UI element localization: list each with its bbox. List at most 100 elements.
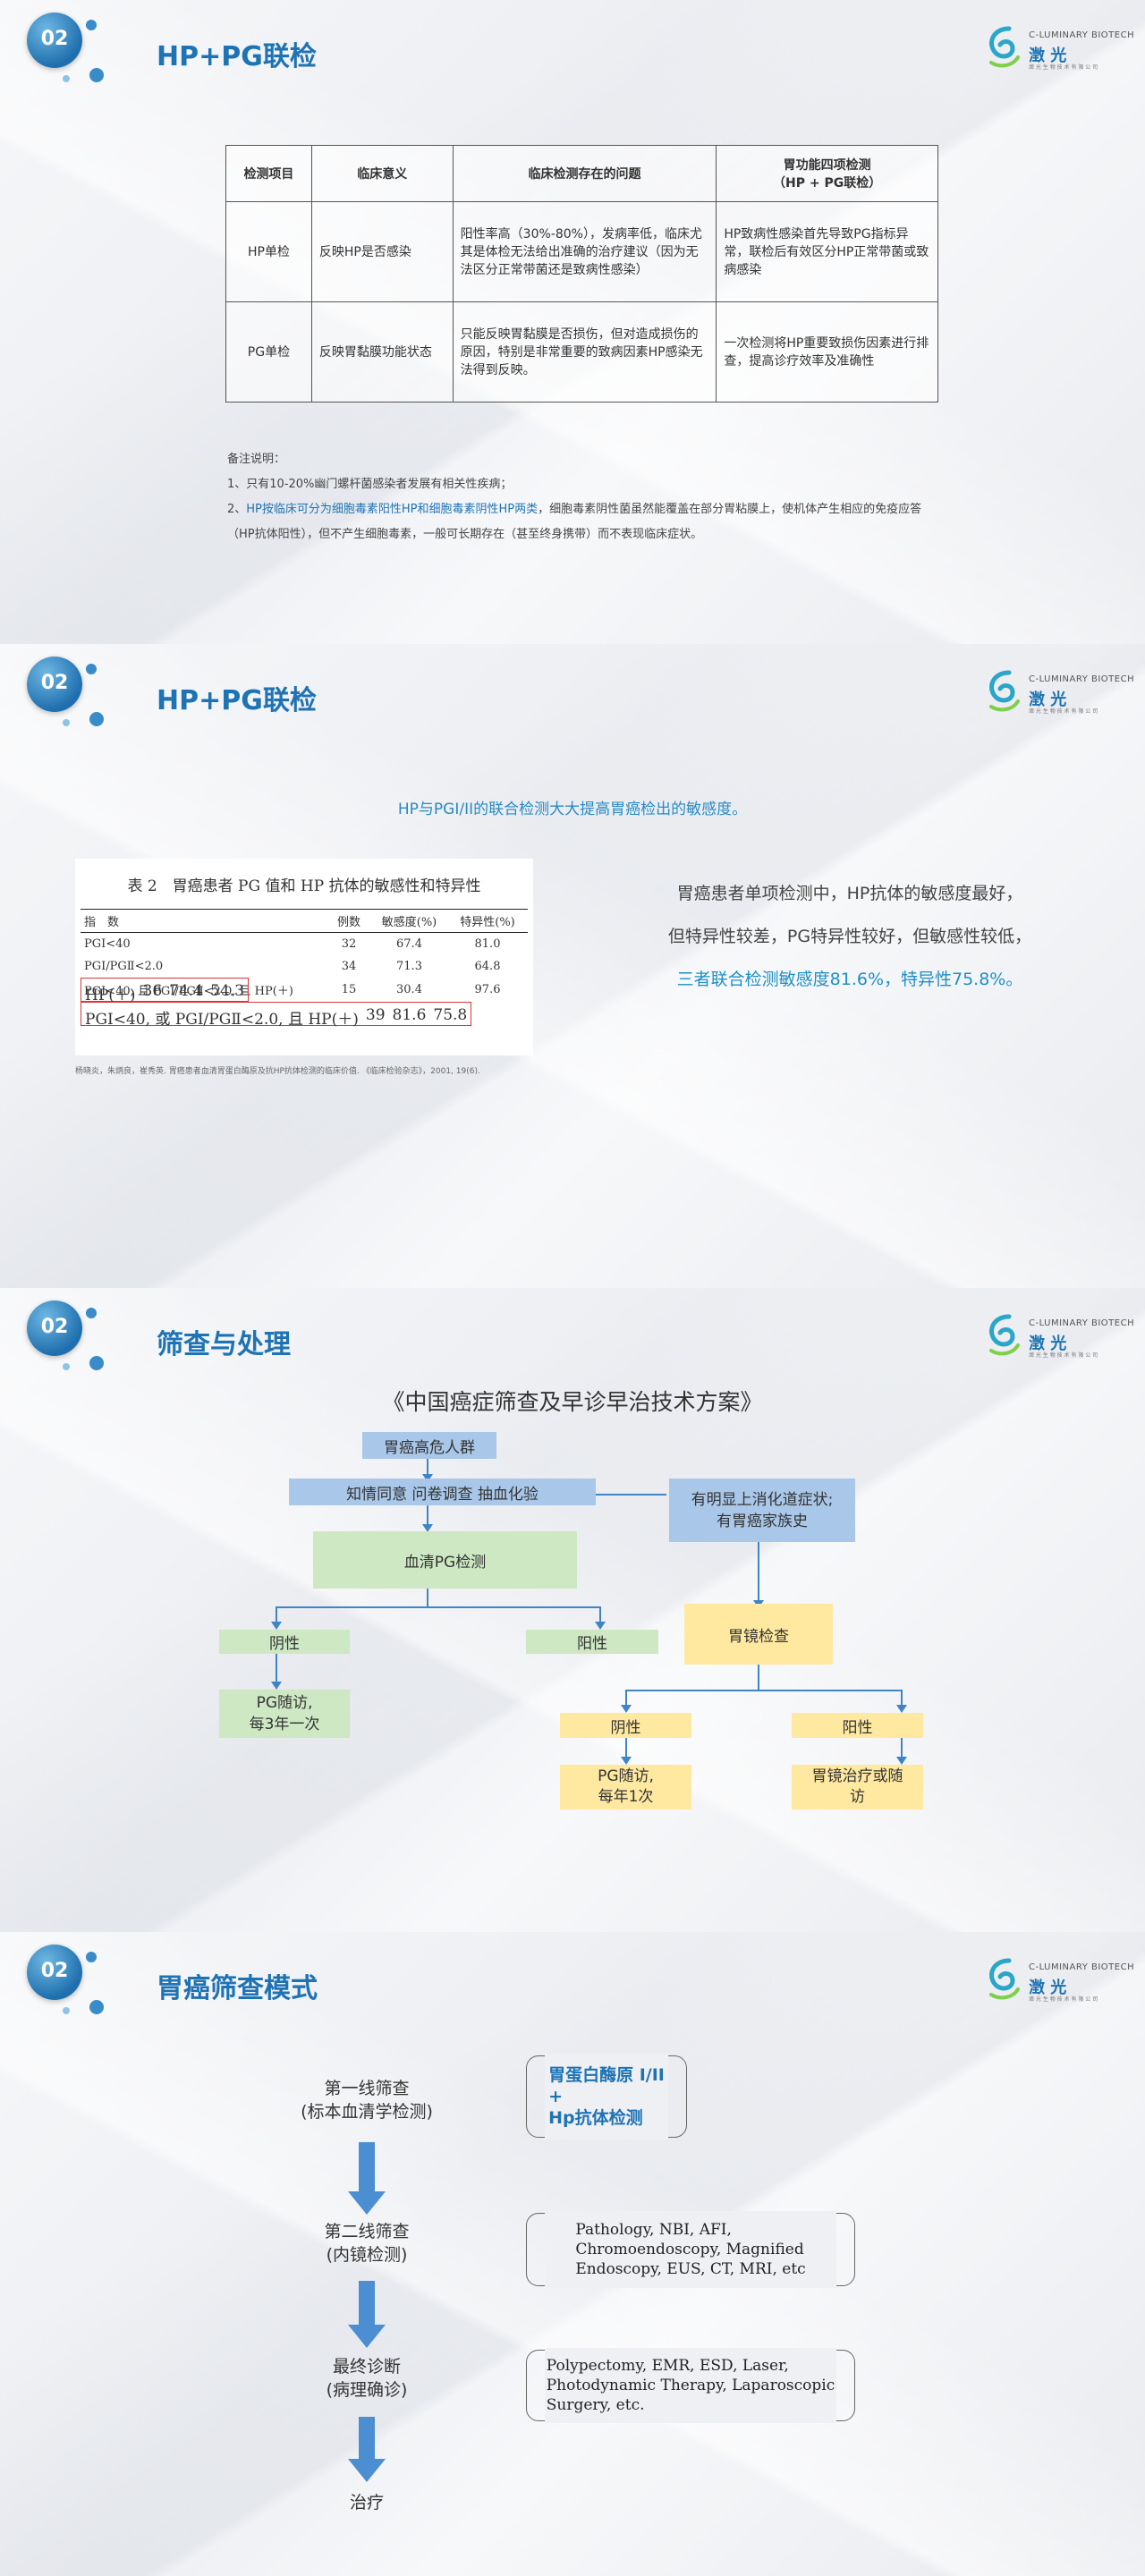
citation: 杨晓炎，朱炳良，崔秀英. 胃癌患者血清胃蛋白酶原及抗HP抗体检测的临床价值. 《… <box>75 1067 480 1076</box>
arrow-down-icon <box>621 1757 632 1765</box>
flow-connector <box>427 1505 428 1529</box>
table-row: PGⅠ<40, 且 PGⅠ/PGⅡ<2.0, 且 HP(＋) 15 30.4 9… <box>81 978 528 1002</box>
arrow-down-icon <box>896 1757 907 1765</box>
hp-pg-comparison-table: 检测项目 临床意义 临床检测存在的问题 胃功能四项检测 （HP + PG联检） … <box>225 145 938 402</box>
down-arrow-shaft <box>359 2142 375 2194</box>
logo-swirl-icon <box>989 26 1020 68</box>
logo-subtitle: 澂 光 生 物 技 术 有 限 公 司 <box>1029 64 1098 71</box>
node-pg-followup-1yr: PG随访, 每年1次 <box>560 1765 691 1809</box>
section-number-badge: 02 <box>27 1945 104 2014</box>
table-cell: 一次检测将HP重要致损伤因素进行排查，提高诊疗效率及准确性 <box>716 301 938 402</box>
table-row: PGⅠ/PGⅡ<2.0 34 71.3 64.8 <box>81 955 528 978</box>
summary-text: 胃癌患者单项检测中，HP抗体的敏感度最好， 但特异性较差，PG特异性较好，但敏感… <box>617 872 1082 1001</box>
slide-caption: HP与PGI/II的联合检测大大提高胃癌检出的敏感度。 <box>397 801 748 818</box>
flow-connector <box>901 1690 903 1709</box>
header-test-item: 检测项目 <box>225 145 312 202</box>
header-four-item-test: 胃功能四项检测 （HP + PG联检） <box>716 145 938 202</box>
paper-table-excerpt: 表 2 胃癌患者 PG 值和 HP 抗体的敏感性和特异性 指 数 例数 敏感度(… <box>75 859 533 1055</box>
row-sensitivity: 67.4 <box>396 937 422 951</box>
row-sensitivity: 74.4 <box>165 978 208 1002</box>
down-arrow-icon <box>348 2459 386 2482</box>
arrow-down-icon <box>621 1705 632 1713</box>
down-arrow-icon <box>348 2325 386 2348</box>
detail-endoscopy: Pathology, NBI, AFI, Chromoendoscopy, Ma… <box>526 2211 855 2288</box>
flow-connector <box>625 1690 627 1709</box>
section-number: 02 <box>40 1316 69 1338</box>
table-cell: 反映胃黏膜功能状态 <box>310 301 454 402</box>
table-cell: 反映HP是否感染 <box>310 201 454 302</box>
notes-line-2-highlight: HP按临床可分为细胞毒素阳性HP和细胞毒素阴性HP两类 <box>246 503 539 516</box>
row-count: 15 <box>341 983 357 996</box>
slide-title: 筛查与处理 <box>157 1329 291 1360</box>
flow-connector <box>625 1738 627 1761</box>
node-serum-pg-test: 血清PG检测 <box>313 1531 577 1589</box>
flow-connector <box>758 1665 759 1690</box>
flow-connector <box>625 1690 903 1691</box>
logo-cn-text: 澂 光 <box>1029 691 1067 709</box>
detail-pathology-text: Polypectomy, EMR, ESD, Laser, Photodynam… <box>546 2357 835 2414</box>
logo-subtitle: 澂 光 生 物 技 术 有 限 公 司 <box>1029 708 1098 715</box>
row-specificity: 81.0 <box>474 937 501 951</box>
detail-endoscopy-text: Pathology, NBI, AFI, Chromoendoscopy, Ma… <box>575 2221 806 2278</box>
summary-line-2: 但特异性较差，PG特异性较好，但敏感性较低， <box>667 927 1032 946</box>
header-specificity: 特异性(%) <box>447 909 528 933</box>
slide-title: HP+PG联检 <box>157 41 317 72</box>
logo-cn-text: 澂 光 <box>1029 1335 1067 1353</box>
logo-swirl-icon <box>989 670 1020 712</box>
step-second-line-screening: 第二线筛查 (内镜检测) <box>324 2222 410 2265</box>
section-number-badge: 02 <box>27 13 104 82</box>
header-clinical-meaning: 临床意义 <box>310 145 454 202</box>
company-logo: C-LUMINARY BIOTECH 澂 光 澂 光 生 物 技 术 有 限 公… <box>982 1309 1134 1363</box>
table-cell: 只能反映胃黏膜是否损伤，但对造成损伤的原因，特别是非常重要的致病因素HP感染无法… <box>452 301 717 402</box>
node-pg-followup-3yr: PG随访, 每3年一次 <box>219 1690 350 1738</box>
row-count: 39 <box>361 1002 389 1026</box>
notes-line-2: 2、HP按临床可分为细胞毒素阳性HP和细胞毒素阴性HP两类，细胞毒素阴性菌虽然能… <box>227 497 934 547</box>
table-row: PGⅠ<40 32 67.4 81.0 <box>81 933 528 956</box>
table-row: HP单检 反映HP是否感染 阳性率高（30%-80%），发病率低，临床尤其是体检… <box>225 201 938 302</box>
node-pg-negative: 阴性 <box>219 1630 350 1654</box>
logo-subtitle: 澂 光 生 物 技 术 有 限 公 司 <box>1029 1352 1098 1359</box>
node-gastroscopy: 胃镜检查 <box>684 1604 833 1665</box>
header-problems: 临床检测存在的问题 <box>452 145 717 202</box>
step-final-diagnosis: 最终诊断 (病理确诊) <box>326 2357 408 2400</box>
flow-connector <box>758 1542 759 1605</box>
slide-title: 胃癌筛查模式 <box>157 1973 318 2004</box>
detail-serology-text: 胃蛋白酶原 I/II + Hp抗体检测 <box>548 2065 665 2128</box>
row-count: 32 <box>341 937 357 951</box>
section-number: 02 <box>40 1960 69 1982</box>
slide-screening-model: 02 胃癌筛查模式 C-LUMINARY BIOTECH 澂 光 澂 光 生 物… <box>0 1932 1145 2576</box>
slide-screening-flowchart: 02 筛查与处理 C-LUMINARY BIOTECH 澂 光 澂 光 生 物 … <box>0 1288 1145 1932</box>
logo-subtitle: 澂 光 生 物 技 术 有 限 公 司 <box>1029 1996 1098 2003</box>
row-specificity: 75.8 <box>429 1002 472 1026</box>
flow-connector <box>599 1606 601 1626</box>
paper-table-title: 表 2 胃癌患者 PG 值和 HP 抗体的敏感性和特异性 <box>127 877 481 895</box>
guideline-title: 《中国癌症筛查及早诊早治技术方案》 <box>382 1389 763 1415</box>
flow-connector <box>901 1738 903 1761</box>
notes-label: 备注说明： <box>227 453 286 466</box>
row-label: PGⅠ/PGⅡ<2.0 <box>84 960 164 973</box>
logo-en-text: C-LUMINARY BIOTECH <box>1029 1318 1135 1328</box>
node-symptoms-family-history: 有明显上消化道症状; 有胃癌家族史 <box>669 1479 855 1542</box>
logo-swirl-icon <box>989 1958 1020 2000</box>
down-arrow-shaft <box>359 2281 375 2327</box>
flow-connector <box>276 1654 277 1686</box>
table-cell: HP单检 <box>225 201 312 302</box>
row-specificity: 64.8 <box>474 960 501 973</box>
logo-swirl-icon <box>989 1314 1020 1356</box>
table-row: PG单检 反映胃黏膜功能状态 只能反映胃黏膜是否损伤，但对造成损伤的原因，特别是… <box>225 301 938 402</box>
row-sensitivity: 30.4 <box>396 983 422 996</box>
row-label: HP(＋) <box>81 978 140 1004</box>
arrow-down-icon <box>896 1705 907 1713</box>
logo-cn-text: 澂 光 <box>1029 47 1067 65</box>
table-header-row: 检测项目 临床意义 临床检测存在的问题 胃功能四项检测 （HP + PG联检） <box>225 145 938 202</box>
row-label: PGⅠ<40, 或 PGⅠ/PGⅡ<2.0, 且 HP(＋) <box>81 1002 362 1029</box>
table-header-row: 指 数 例数 敏感度(%) 特异性(%) <box>81 909 528 933</box>
notes-block: 备注说明： 1、只有10-20%幽门螺杆菌感染者发展有相关性疾病； 2、HP按临… <box>227 447 934 547</box>
notes-line-2-rest: ，细胞毒素阴性菌虽然能覆盖在部分胃粘膜上，使机体产生相应的免疫应答（HP抗体阳性… <box>227 503 922 541</box>
row-specificity: 54.3 <box>207 978 249 1002</box>
table-cell: 阳性率高（30%-80%），发病率低，临床尤其是体检无法给出准确的治疗建议（因为… <box>452 201 717 302</box>
node-endo-positive: 阳性 <box>792 1713 923 1738</box>
header-count: 例数 <box>327 909 371 933</box>
down-arrow-icon <box>348 2191 386 2215</box>
header-index: 指 数 <box>81 909 327 933</box>
